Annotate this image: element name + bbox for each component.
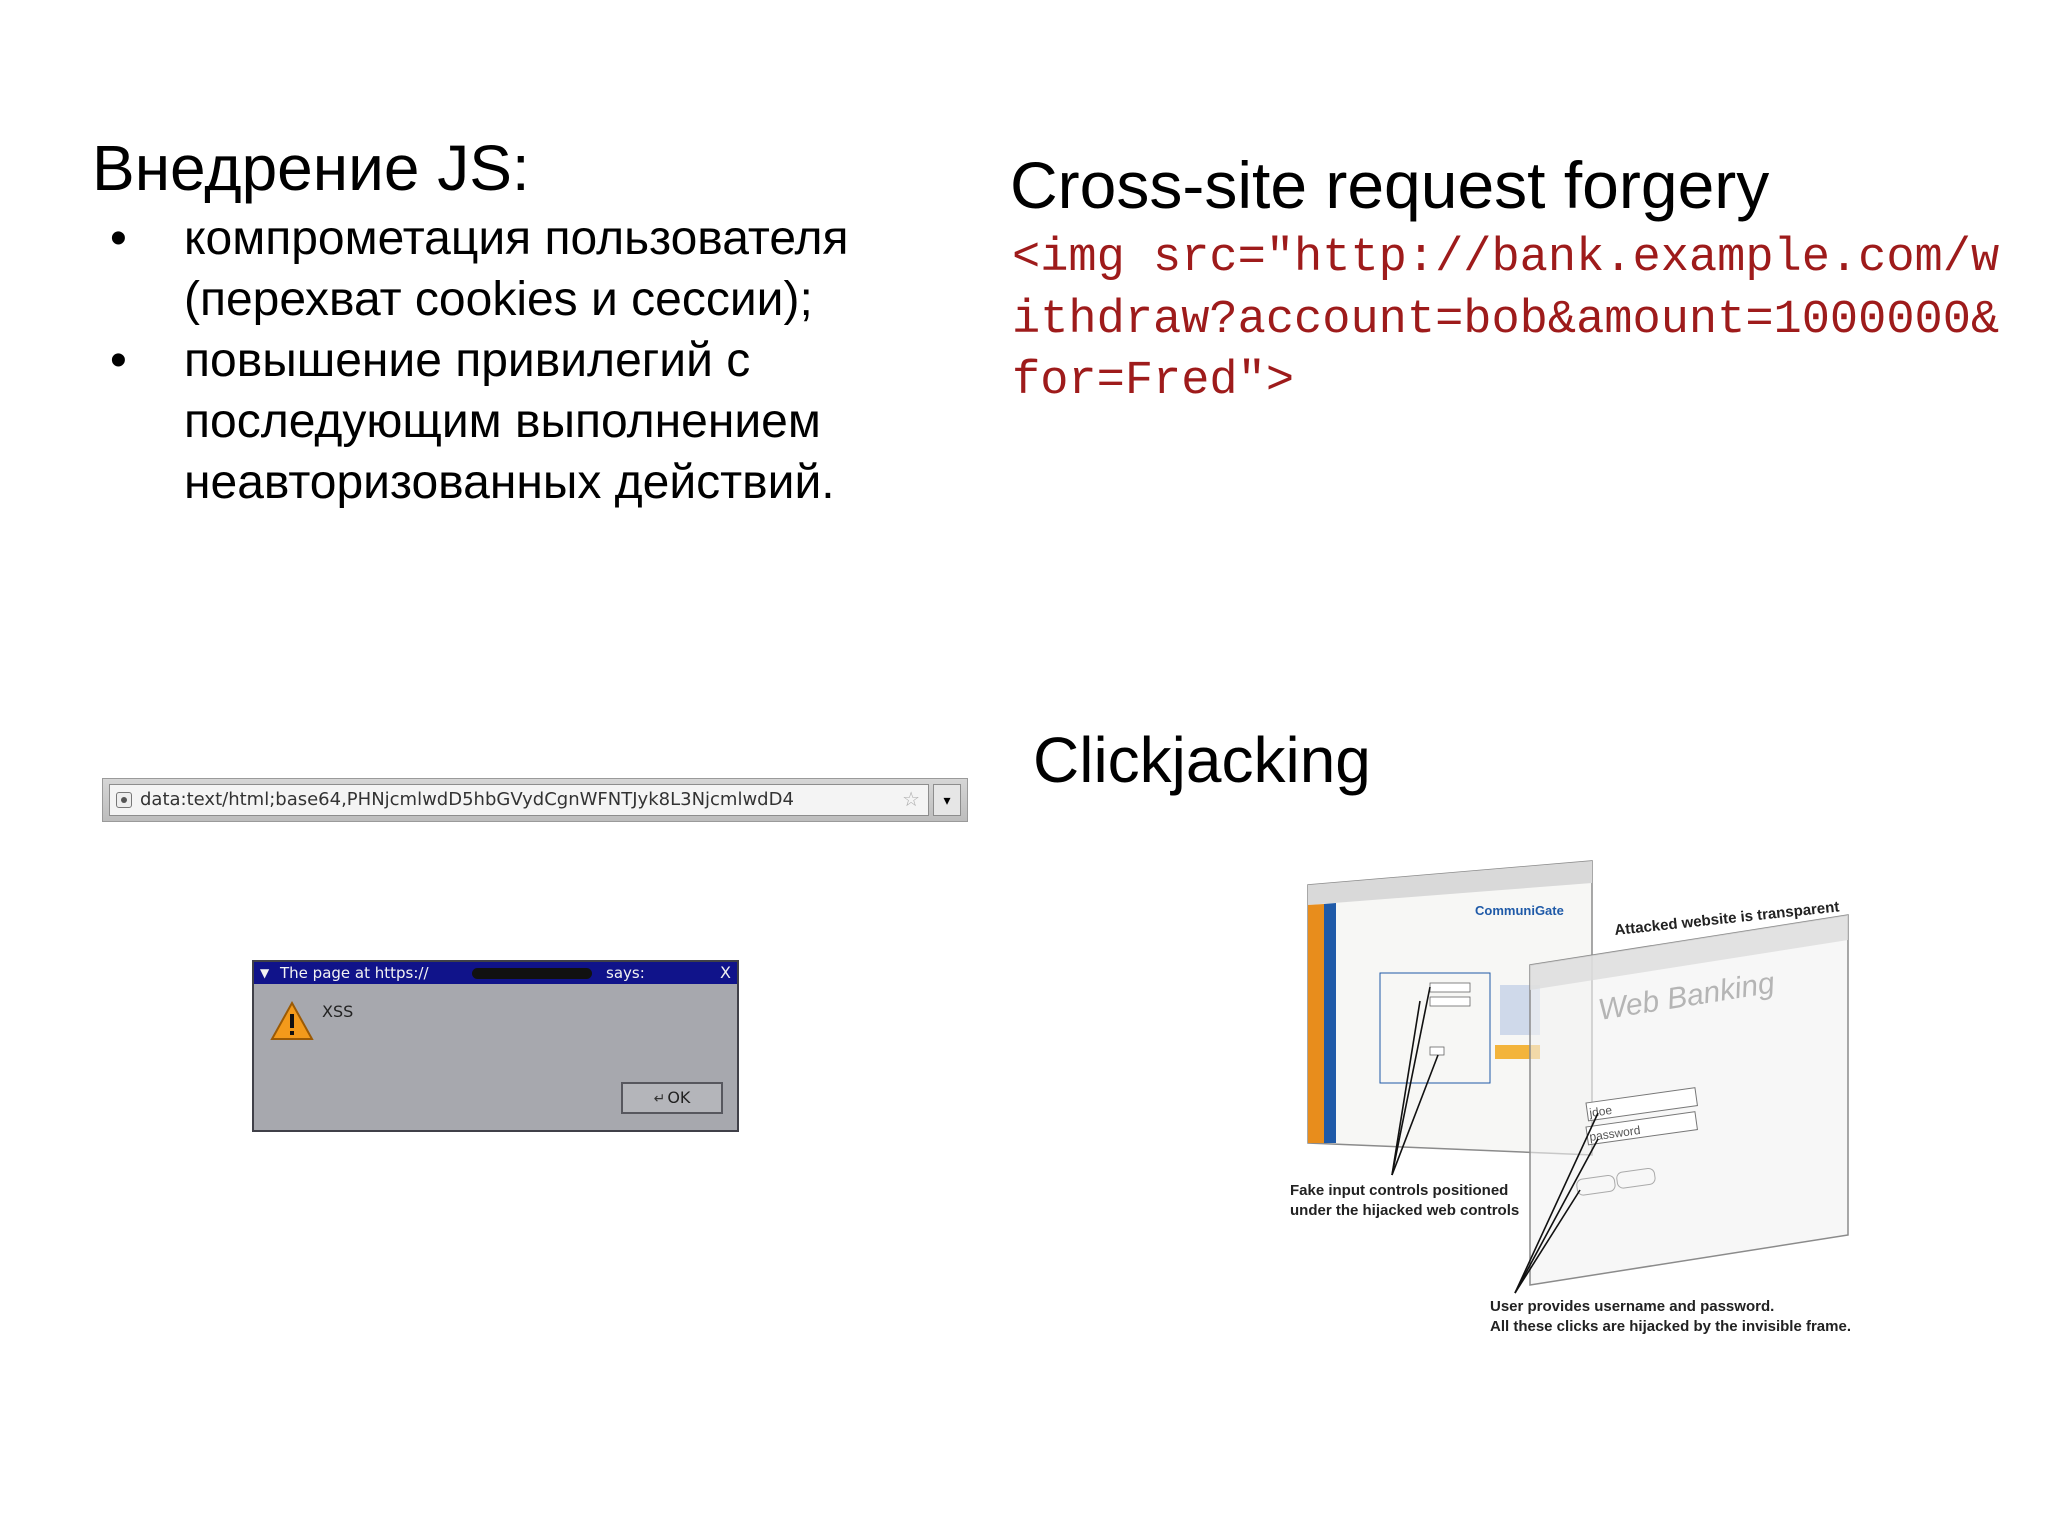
back-window: CommuniGate <box>1307 860 1593 1156</box>
window-menu-icon[interactable]: ▼ <box>260 966 270 980</box>
communigate-logo: CommuniGate <box>1475 903 1564 918</box>
bullet-dot: • <box>110 334 127 387</box>
close-icon[interactable]: X <box>720 963 731 982</box>
fake-controls-caption-1: Fake input controls positioned <box>1290 1182 1508 1199</box>
redacted-domain <box>472 968 592 979</box>
enter-icon: ↵ <box>653 1091 666 1107</box>
browser-url-bar: data:text/html;base64,PHNjcmlwdD5hbGVydC… <box>102 778 968 822</box>
site-identity-icon[interactable] <box>116 792 132 808</box>
url-dropdown-button[interactable]: ▾ <box>933 784 961 816</box>
bullet-dot: • <box>110 212 127 265</box>
clickjacking-title: Clickjacking <box>1033 724 1371 796</box>
username-value: jdoe <box>1587 1103 1613 1120</box>
url-text: data:text/html;base64,PHNjcmlwdD5hbGVydC… <box>140 789 794 810</box>
csrf-code-sample: <img src="http://bank.example.com/withdr… <box>1012 232 2000 408</box>
user-caption-1: User provides username and password. <box>1490 1298 1774 1315</box>
js-injection-bullets: • компрометация пользователя (перехват c… <box>110 208 970 513</box>
ok-button[interactable]: ↵OK <box>621 1082 723 1114</box>
dialog-title-start: The page at https:// <box>280 964 429 982</box>
pointer-arrows <box>1391 986 1599 1294</box>
front-transparent-window: Web Banking jdoe password <box>1529 914 1849 1286</box>
csrf-title: Cross-site request forgery <box>1010 148 1770 222</box>
bullet-text: компрометация пользователя (перехват coo… <box>184 212 849 326</box>
warning-icon <box>270 1000 314 1040</box>
dialog-message: XSS <box>322 1002 354 1021</box>
user-caption-2: All these clicks are hijacked by the inv… <box>1490 1318 1851 1335</box>
bullet-item: • повышение привилегий с последующим вып… <box>110 330 970 513</box>
clickjacking-illustration: CommuniGate Web Banking jdoe password At… <box>1290 860 1851 1335</box>
bullet-text: повышение привилегий с последующим выпол… <box>184 334 835 509</box>
dialog-title-end: says: <box>606 964 645 982</box>
js-injection-title: Внедрение JS: <box>92 132 530 204</box>
xss-alert-dialog: ▼ The page at https:// says: X XSS ↵OK <box>252 960 739 1132</box>
fake-controls-caption-2: under the hijacked web controls <box>1290 1202 1519 1219</box>
bookmark-star-icon[interactable]: ☆ <box>902 789 920 811</box>
url-field[interactable]: data:text/html;base64,PHNjcmlwdD5hbGVydC… <box>109 784 929 816</box>
dialog-titlebar[interactable]: ▼ The page at https:// says: X <box>254 962 737 984</box>
bullet-item: • компрометация пользователя (перехват c… <box>110 208 970 330</box>
ok-label: OK <box>667 1088 691 1107</box>
